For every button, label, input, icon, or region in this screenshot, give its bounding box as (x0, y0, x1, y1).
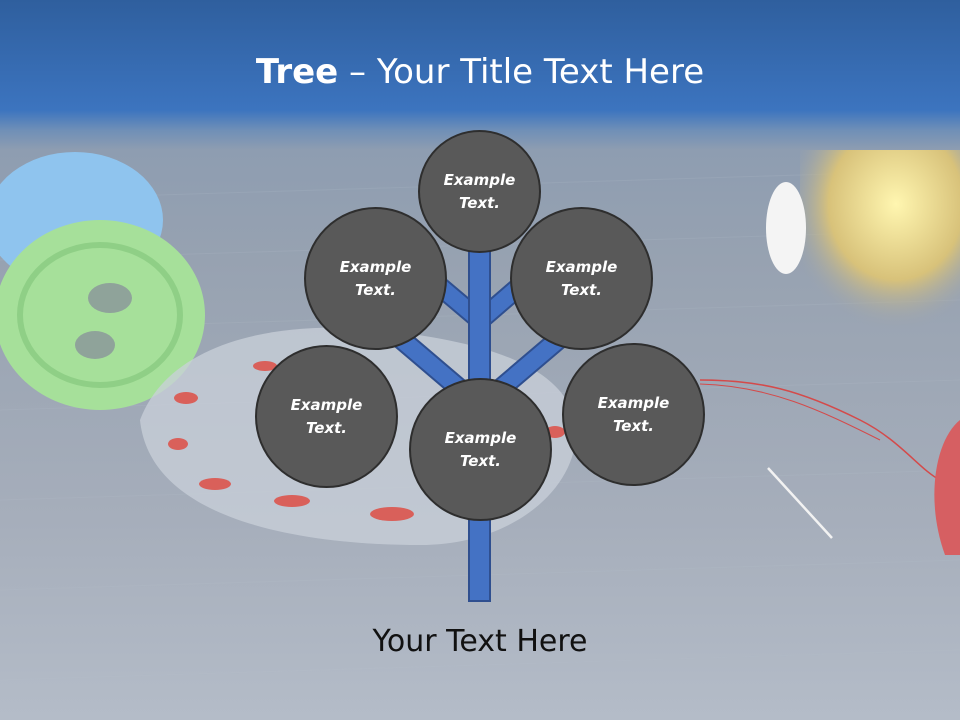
tree-node-lower-right: Example Text. (562, 343, 705, 486)
node-label: Example Text. (290, 395, 363, 437)
node-label: Example Text. (597, 393, 670, 435)
tree-node-center: Example Text. (409, 378, 552, 521)
needle-shape (767, 467, 833, 539)
slide-title: Tree – Your Title Text Here (0, 52, 960, 92)
title-bold: Tree (255, 52, 339, 92)
tree-node-lower-left: Example Text. (255, 345, 398, 488)
node-label: Example Text. (443, 170, 516, 212)
title-rest: Your Title Text Here (376, 52, 705, 92)
node-label: Example Text. (444, 428, 517, 470)
title-separator: – (338, 52, 377, 92)
red-spool-shape (934, 420, 960, 555)
node-label: Example Text. (339, 257, 412, 299)
thread-spool-shape (800, 150, 960, 330)
tree-node-upper-right: Example Text. (510, 207, 653, 350)
tree-node-top: Example Text. (418, 130, 541, 253)
caption-text: Your Text Here (372, 624, 588, 659)
node-label: Example Text. (545, 257, 618, 299)
green-button-shape (0, 220, 205, 410)
tree-node-upper-left: Example Text. (304, 207, 447, 350)
